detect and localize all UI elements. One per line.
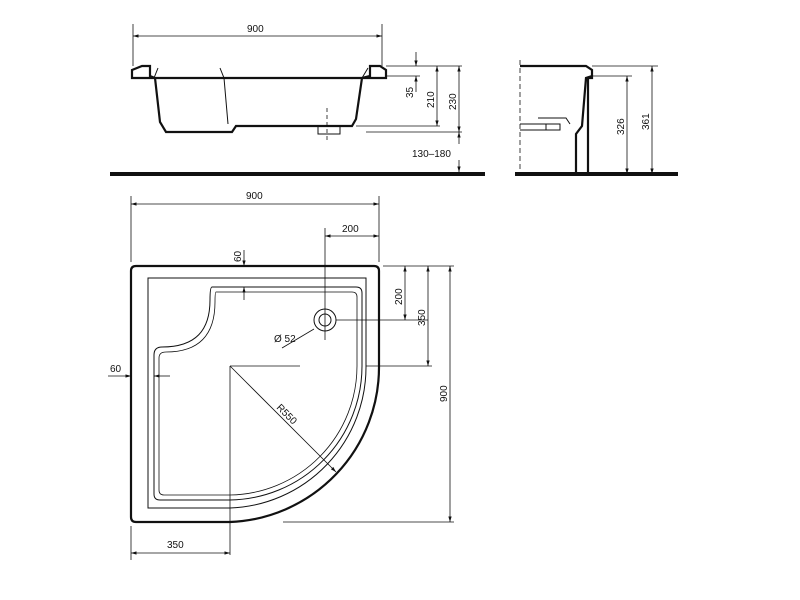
end-view-drain bbox=[546, 123, 561, 131]
plan-view-drain-y-label: 350 bbox=[417, 309, 428, 326]
plan-view-seat-rim-label: 60 bbox=[233, 250, 244, 262]
side-view-rim-label: 35 bbox=[405, 86, 416, 98]
plan-view-side-rim-label: 60 bbox=[110, 364, 122, 375]
side-view-drain bbox=[317, 126, 341, 135]
plan-view-straight-label: 350 bbox=[167, 540, 184, 551]
side-view-depth-label: 210 bbox=[426, 91, 437, 108]
end-view-seat bbox=[520, 117, 571, 131]
plan-view-rim-outline bbox=[147, 277, 367, 509]
side-view-seat-step bbox=[219, 67, 229, 125]
end-view-tub-outline bbox=[520, 64, 594, 176]
plan-view: Ø 52 R550 900 200 60 200 350 900 60 bbox=[108, 191, 454, 560]
plan-view-radius-label: R550 bbox=[274, 402, 299, 427]
plan-view-width-label: 900 bbox=[246, 191, 263, 202]
plan-view-drain-offset-y-label: 200 bbox=[394, 288, 405, 305]
plan-view-outer-outline bbox=[129, 264, 381, 524]
plan-view-radius-line bbox=[229, 365, 337, 473]
plan-view-drain-offset-x-label: 200 bbox=[342, 224, 359, 235]
side-view-leg-label: 130–180 bbox=[412, 149, 451, 160]
end-view-inner-label: 326 bbox=[616, 118, 627, 135]
side-view-inner-wall bbox=[153, 67, 369, 79]
plan-view-basin-outline bbox=[153, 286, 363, 501]
plan-view-height-label: 900 bbox=[439, 385, 450, 402]
end-view: 326 361 bbox=[515, 60, 678, 176]
side-view-tub-outline bbox=[130, 64, 388, 134]
end-view-total-label: 361 bbox=[641, 113, 652, 130]
side-view: 900 35 210 230 130–180 bbox=[110, 24, 485, 176]
side-view-width-label: 900 bbox=[247, 24, 264, 35]
plan-view-drain-diameter-label: Ø 52 bbox=[274, 334, 296, 345]
side-view-height-label: 230 bbox=[448, 93, 459, 110]
plan-view-basin-inner bbox=[158, 291, 358, 496]
